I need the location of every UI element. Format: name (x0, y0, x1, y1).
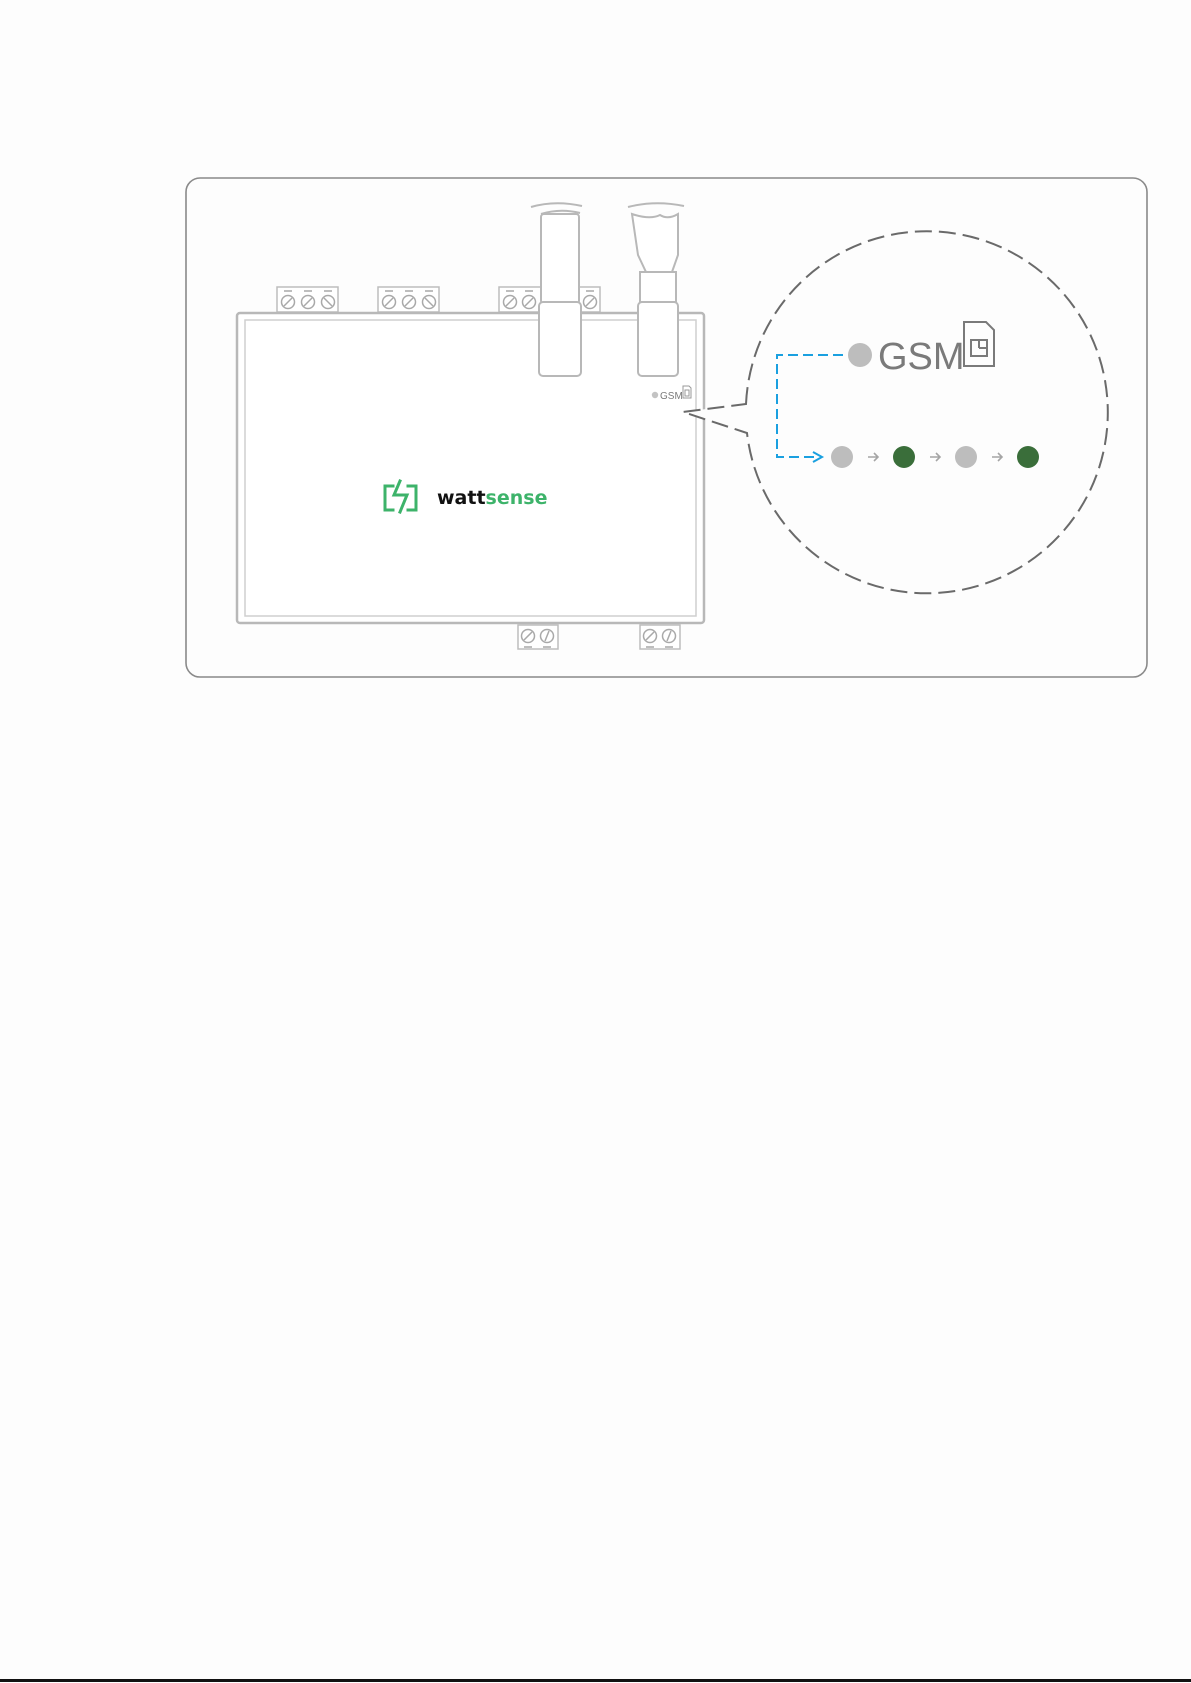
svg-text:wattsense: wattsense (437, 487, 547, 509)
terminal-block-bottom-2 (640, 625, 680, 649)
logo-text-sense: sense (486, 487, 548, 509)
gateway-device (237, 313, 704, 623)
gsm-led-large (848, 343, 872, 367)
device-gsm-label: GSM (660, 391, 683, 402)
gsm-led-small (652, 392, 658, 398)
led-state-1-off (831, 446, 853, 468)
terminal-block-top-2 (378, 287, 439, 312)
terminal-block-bottom-1 (518, 625, 558, 649)
led-state-3-off (955, 446, 977, 468)
led-state-4-on (1017, 446, 1039, 468)
logo-text-watt: watt (437, 487, 486, 509)
led-state-2-on (893, 446, 915, 468)
terminal-block-top-1 (277, 287, 338, 312)
callout-gsm-label: GSM (878, 336, 965, 378)
page-bottom-rule (0, 1679, 1191, 1682)
